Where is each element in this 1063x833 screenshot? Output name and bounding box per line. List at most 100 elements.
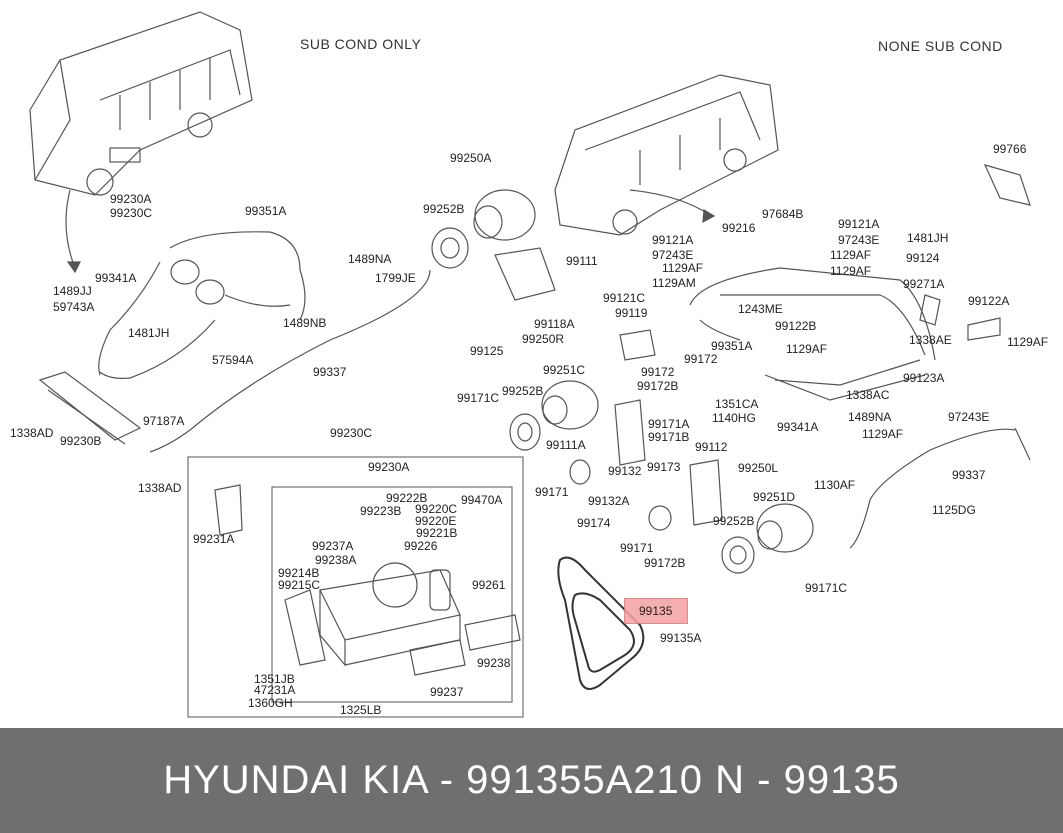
part-label: 1129AM bbox=[652, 276, 696, 290]
part-label: 99171C bbox=[805, 581, 848, 595]
bracket-99119 bbox=[619, 329, 656, 361]
part-label: 99172B bbox=[644, 556, 686, 570]
header-none-sub-cond: NONE SUB COND bbox=[878, 38, 1003, 54]
part-label: 99250L bbox=[738, 461, 779, 475]
compressor-top bbox=[431, 189, 556, 301]
part-label: 99172 bbox=[684, 352, 718, 366]
part-label: 1129AF bbox=[662, 261, 704, 275]
van-illustration-left bbox=[29, 11, 253, 196]
part-label: 99171 bbox=[620, 541, 654, 555]
part-label: 97684B bbox=[762, 207, 804, 221]
arrow-left bbox=[65, 189, 76, 269]
part-label: 99121A bbox=[838, 217, 880, 231]
part-label: 99351A bbox=[245, 204, 287, 218]
part-label: 99251D bbox=[753, 490, 796, 504]
part-label: 1130AF bbox=[814, 478, 856, 492]
part-label: 1129AF bbox=[1007, 335, 1049, 349]
part-label: 99121C bbox=[603, 291, 646, 305]
compressor-right bbox=[648, 459, 814, 574]
part-label: 1140HG bbox=[712, 411, 756, 425]
part-label: 99337 bbox=[952, 468, 986, 482]
part-label: 99174 bbox=[577, 516, 611, 530]
part-label: 99220C bbox=[415, 502, 458, 516]
drive-belts bbox=[557, 556, 645, 690]
part-label: 1243ME bbox=[738, 302, 783, 316]
part-label: 99171B bbox=[648, 430, 690, 444]
part-label: 99230A bbox=[110, 192, 152, 206]
part-label: 99173 bbox=[647, 460, 681, 474]
part-label: 99250A bbox=[450, 151, 492, 165]
part-label: 99172B bbox=[637, 379, 679, 393]
part-label: 99252B bbox=[713, 514, 755, 528]
arrow-right bbox=[629, 189, 711, 216]
part-label: 1129AF bbox=[830, 248, 872, 262]
part-label: 1351CA bbox=[715, 397, 759, 411]
part-label: 59743A bbox=[53, 300, 95, 314]
part-label: 99171C bbox=[457, 391, 500, 405]
part-label: 1338AC bbox=[846, 388, 890, 402]
part-label: 99341A bbox=[95, 271, 137, 285]
part-label: 99122A bbox=[968, 294, 1010, 308]
part-label: 1481JH bbox=[907, 231, 949, 245]
part-label: 99252B bbox=[502, 384, 544, 398]
part-label: 99470A bbox=[461, 493, 503, 507]
part-label: 1338AE bbox=[909, 333, 952, 347]
part-label: 99216 bbox=[722, 221, 756, 235]
part-label: 99251C bbox=[543, 363, 586, 377]
part-label: 99135A bbox=[660, 631, 702, 645]
part-label: 1129AF bbox=[786, 342, 828, 356]
part-label: 99111A bbox=[546, 438, 586, 452]
highlight-box bbox=[624, 598, 688, 624]
part-label: 99124 bbox=[906, 251, 940, 265]
part-label: 99223B bbox=[360, 504, 402, 518]
part-label: 1489NA bbox=[348, 252, 392, 266]
part-label: 99215C bbox=[278, 578, 321, 592]
part-label: 99250R bbox=[522, 332, 565, 346]
part-label: 99222B bbox=[386, 491, 428, 505]
diagram-drawing bbox=[29, 11, 1031, 718]
part-label: 1351JB bbox=[254, 672, 295, 686]
part-label: 99231A bbox=[193, 532, 235, 546]
part-label: 99230C bbox=[330, 426, 373, 440]
part-label: 97187A bbox=[143, 414, 185, 428]
part-label: 99111 bbox=[566, 254, 598, 268]
header-sub-cond-only: SUB COND ONLY bbox=[300, 36, 422, 52]
footer-bar: HYUNDAI KIA - 991355A210 N - 99135 bbox=[0, 728, 1063, 833]
part-label: 97243E bbox=[652, 248, 694, 262]
part-label: 99121A bbox=[652, 233, 694, 247]
part-label: 99214B bbox=[278, 566, 320, 580]
part-label: 99351A bbox=[711, 339, 753, 353]
part-label: 99171 bbox=[535, 485, 569, 499]
part-label: 99132A bbox=[588, 494, 630, 508]
hose-assembly-left bbox=[98, 231, 431, 453]
box-99230c bbox=[187, 456, 524, 718]
part-label: 99122B bbox=[775, 319, 817, 333]
part-label: 99123A bbox=[903, 371, 945, 385]
strip-99766 bbox=[983, 164, 1031, 206]
part-label: 1489NA bbox=[848, 410, 892, 424]
part-label: 99132 bbox=[608, 464, 642, 478]
part-label: 97243E bbox=[948, 410, 990, 424]
part-label: 47231A bbox=[254, 683, 296, 697]
part-label: 99119 bbox=[615, 306, 648, 320]
part-label: 99172 bbox=[641, 365, 675, 379]
part-label: 1489JJ bbox=[53, 284, 92, 298]
part-label: 99125 bbox=[470, 344, 504, 358]
hose-assembly-right bbox=[619, 267, 1031, 549]
part-label: 99237 bbox=[430, 685, 464, 699]
box-99230a bbox=[271, 486, 513, 703]
part-label: 99221B bbox=[416, 526, 458, 540]
part-label: 1360GH bbox=[248, 696, 293, 710]
part-label: 99226 bbox=[404, 539, 438, 553]
part-label: 1489NB bbox=[283, 316, 327, 330]
part-label: 99230C bbox=[110, 206, 153, 220]
part-label: 1125DG bbox=[932, 503, 976, 517]
part-label: 1338AD bbox=[10, 426, 54, 440]
part-label: 99238 bbox=[477, 656, 511, 670]
part-label: 99341A bbox=[777, 420, 819, 434]
part-label: 99171A bbox=[648, 417, 690, 431]
sub-condenser bbox=[214, 484, 521, 676]
part-label: 99118A bbox=[534, 317, 575, 331]
part-label: 99271A bbox=[903, 277, 945, 291]
